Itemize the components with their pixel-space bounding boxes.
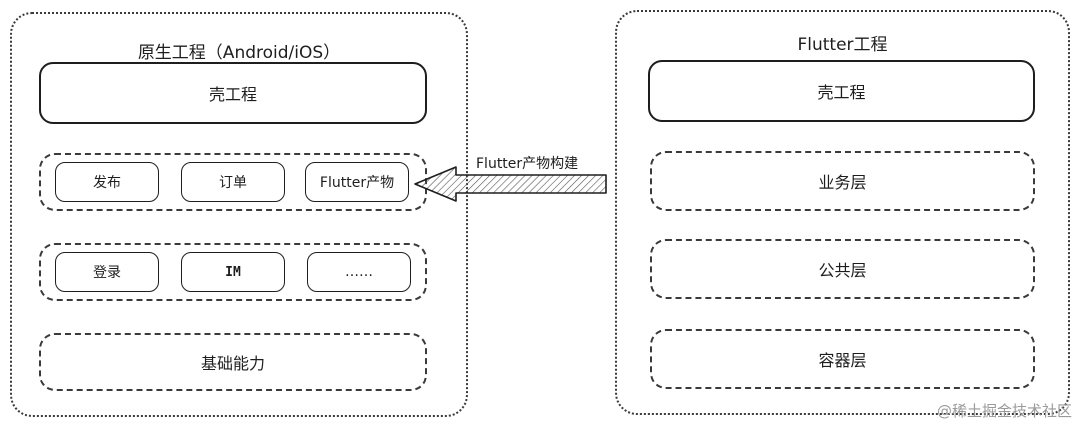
native-project-group: 原生工程（Android/iOS） (10, 12, 468, 417)
native-shell-box: 壳工程 (39, 62, 427, 124)
publish-box: 发布 (55, 162, 159, 202)
order-label: 订单 (219, 175, 247, 191)
ellipsis-label: …… (345, 264, 373, 280)
common-layer-label: 公共层 (818, 261, 867, 280)
login-box: 登录 (55, 252, 159, 292)
flutter-shell-label: 壳工程 (817, 83, 866, 102)
flutter-project-title: Flutter工程 (797, 35, 888, 55)
flutter-artifact-label: Flutter产物 (319, 175, 395, 191)
ellipsis-box: …… (307, 252, 411, 292)
container-layer-box: 容器层 (650, 329, 1035, 389)
im-label: IM (225, 264, 241, 280)
container-layer-label: 容器层 (818, 351, 867, 370)
order-box: 订单 (181, 162, 285, 202)
common-layer-box: 公共层 (650, 239, 1035, 299)
base-capability-box: 基础能力 (39, 333, 427, 391)
im-box: IM (181, 252, 285, 292)
flutter-project-group: Flutter工程 (615, 10, 1070, 415)
native-project-title: 原生工程（Android/iOS） (137, 43, 341, 63)
build-arrow-label: Flutter产物构建 (476, 156, 579, 172)
publish-label: 发布 (93, 175, 121, 191)
flutter-artifact-box: Flutter产物 (305, 162, 409, 202)
login-label: 登录 (93, 265, 121, 281)
business-layer-label: 业务层 (818, 173, 867, 192)
business-layer-box: 业务层 (650, 151, 1035, 211)
module-row-container (39, 243, 427, 301)
base-capability-label: 基础能力 (200, 354, 265, 373)
flutter-shell-box: 壳工程 (648, 60, 1035, 122)
native-shell-label: 壳工程 (208, 85, 257, 104)
watermark-text: @稀土掘金技术社区 (936, 402, 1072, 420)
